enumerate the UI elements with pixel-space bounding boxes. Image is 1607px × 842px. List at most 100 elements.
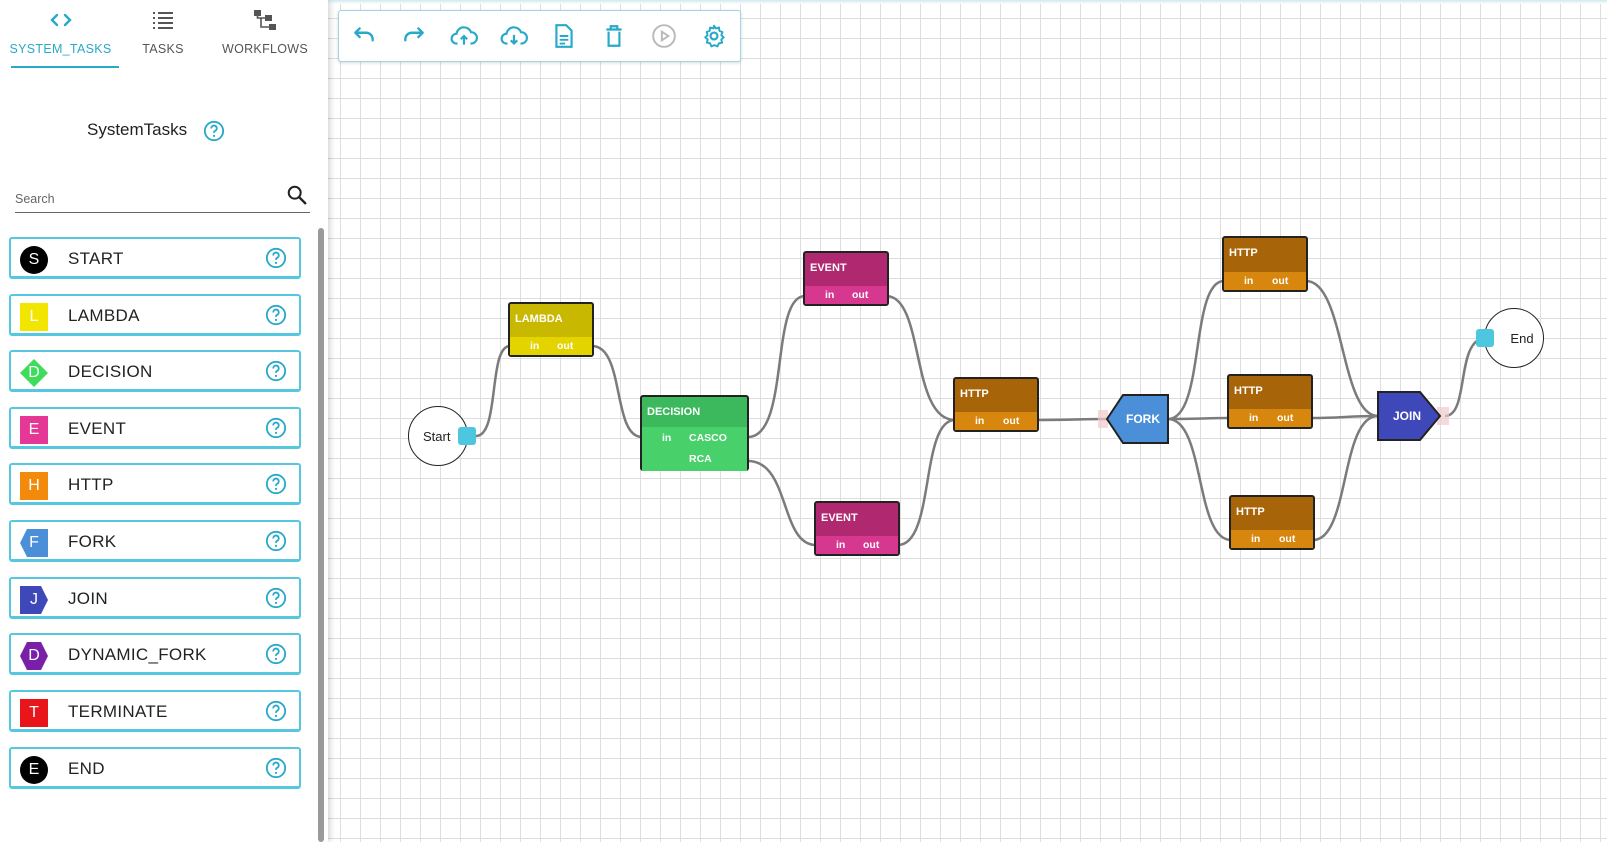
sidebar-scrollbar[interactable] <box>318 228 324 842</box>
sidebar-tabs: SYSTEM_TASKS TASKS WORKFLOWS <box>0 0 328 70</box>
task-item-join[interactable]: J JOIN <box>9 577 301 619</box>
http-branch-2-in-port[interactable]: in <box>1249 412 1259 424</box>
help-icon[interactable] <box>265 473 287 500</box>
terminate-badge-icon: T <box>20 699 48 727</box>
lambda-out-port[interactable]: out <box>557 340 574 352</box>
event-node-bottom[interactable]: EVENT in out <box>814 501 900 556</box>
tab-system-tasks-label: SYSTEM_TASKS <box>9 42 112 56</box>
tab-tasks[interactable]: TASKS <box>111 0 215 68</box>
lambda-node[interactable]: LAMBDA in out <box>508 302 594 357</box>
task-item-start[interactable]: S START <box>9 237 301 279</box>
http-node-branch-3[interactable]: HTTP in out <box>1229 495 1315 550</box>
http-main-out-port[interactable]: out <box>1003 415 1020 427</box>
tab-workflows[interactable]: WORKFLOWS <box>213 0 317 68</box>
event-bottom-in-port[interactable]: in <box>836 539 846 551</box>
http-node-main[interactable]: HTTP in out <box>953 377 1039 432</box>
task-item-label: END <box>68 759 105 778</box>
lambda-in-port[interactable]: in <box>530 340 540 352</box>
http-branch-3-in-port[interactable]: in <box>1251 533 1261 545</box>
event-top-out-port[interactable]: out <box>852 289 869 301</box>
settings-button[interactable] <box>700 22 728 50</box>
help-icon[interactable] <box>265 587 287 614</box>
help-icon[interactable] <box>265 417 287 444</box>
event-top-ports: in out <box>805 286 887 304</box>
http-badge-icon: H <box>20 472 48 500</box>
undo-button[interactable] <box>350 22 378 50</box>
help-icon[interactable] <box>265 700 287 727</box>
task-item-decision[interactable]: D DECISION <box>9 350 301 392</box>
decision-in-port[interactable]: in <box>662 432 672 444</box>
decision-node-title: DECISION <box>647 406 701 418</box>
tab-workflows-label: WORKFLOWS <box>221 42 309 56</box>
search-field <box>15 184 310 213</box>
search-input[interactable] <box>15 186 275 212</box>
help-icon[interactable] <box>265 530 287 557</box>
http-branch-3-out-port[interactable]: out <box>1279 533 1296 545</box>
join-badge-icon: J <box>20 586 48 614</box>
help-icon[interactable] <box>265 757 287 784</box>
http-node-branch-1[interactable]: HTTP in out <box>1222 236 1308 292</box>
end-node[interactable]: End <box>1484 308 1544 368</box>
decision-case-casco-port[interactable]: CASCO <box>689 432 727 444</box>
help-icon[interactable] <box>265 360 287 387</box>
task-item-end[interactable]: E END <box>9 747 301 789</box>
task-item-event[interactable]: E EVENT <box>9 407 301 449</box>
sidebar: SYSTEM_TASKS TASKS WORKFLOWS SystemTasks… <box>0 0 328 842</box>
task-item-label: EVENT <box>68 419 127 438</box>
decision-node-ports: in CASCO RCA <box>642 427 747 471</box>
http-branch-3-title: HTTP <box>1236 506 1265 518</box>
play-icon <box>652 24 676 48</box>
task-item-http[interactable]: H HTTP <box>9 463 301 505</box>
top-divider <box>328 0 1607 4</box>
http-node-branch-2[interactable]: HTTP in out <box>1227 374 1313 429</box>
undo-icon <box>354 27 374 42</box>
run-button[interactable] <box>650 22 678 50</box>
task-item-fork[interactable]: F FORK <box>9 520 301 562</box>
join-node-label: JOIN <box>1393 409 1422 423</box>
lambda-node-title: LAMBDA <box>515 313 563 325</box>
task-item-label: JOIN <box>68 589 108 608</box>
event-bottom-out-port[interactable]: out <box>863 539 880 551</box>
tab-system-tasks[interactable]: SYSTEM_TASKS <box>9 0 119 68</box>
search-icon[interactable] <box>286 184 308 211</box>
http-branch-1-out-port[interactable]: out <box>1272 275 1289 287</box>
event-badge-icon: E <box>20 416 48 444</box>
http-branch-2-ports: in out <box>1229 409 1311 427</box>
decision-case-rca-port[interactable]: RCA <box>689 453 712 465</box>
task-item-label: HTTP <box>68 475 114 494</box>
decision-badge-icon: D <box>20 359 48 387</box>
download-button[interactable] <box>500 22 528 50</box>
code-icon <box>9 8 112 38</box>
redo-button[interactable] <box>400 22 428 50</box>
help-icon[interactable] <box>265 643 287 670</box>
cloud-upload-icon <box>450 26 478 45</box>
task-item-label: DECISION <box>68 362 153 381</box>
fork-badge-icon: F <box>20 529 48 557</box>
upload-button[interactable] <box>450 22 478 50</box>
event-node-top[interactable]: EVENT in out <box>803 251 889 306</box>
lambda-node-ports: in out <box>510 337 592 355</box>
task-item-lambda[interactable]: L LAMBDA <box>9 294 301 336</box>
http-branch-1-in-port[interactable]: in <box>1244 275 1254 287</box>
file-button[interactable] <box>550 22 578 50</box>
delete-button[interactable] <box>600 22 628 50</box>
help-icon[interactable] <box>265 304 287 331</box>
task-item-terminate[interactable]: T TERMINATE <box>9 690 301 732</box>
panel-help-icon[interactable] <box>203 120 225 147</box>
tab-tasks-label: TASKS <box>142 42 184 56</box>
http-main-in-port[interactable]: in <box>975 415 985 427</box>
fork-node-label: FORK <box>1126 412 1160 426</box>
start-badge-icon: S <box>20 246 48 274</box>
event-bottom-title: EVENT <box>821 512 858 524</box>
help-icon[interactable] <box>265 247 287 274</box>
panel-title: SystemTasks <box>87 120 188 139</box>
task-item-dynamic-fork[interactable]: D DYNAMIC_FORK <box>9 633 301 675</box>
event-top-in-port[interactable]: in <box>825 289 835 301</box>
end-input-port[interactable] <box>1476 329 1494 347</box>
http-branch-2-out-port[interactable]: out <box>1277 412 1294 424</box>
decision-node[interactable]: DECISION in CASCO RCA <box>640 395 749 471</box>
http-branch-1-title: HTTP <box>1229 247 1258 259</box>
end-badge-icon: E <box>20 756 48 784</box>
event-bottom-ports: in out <box>816 536 898 554</box>
start-output-port[interactable] <box>458 427 476 445</box>
